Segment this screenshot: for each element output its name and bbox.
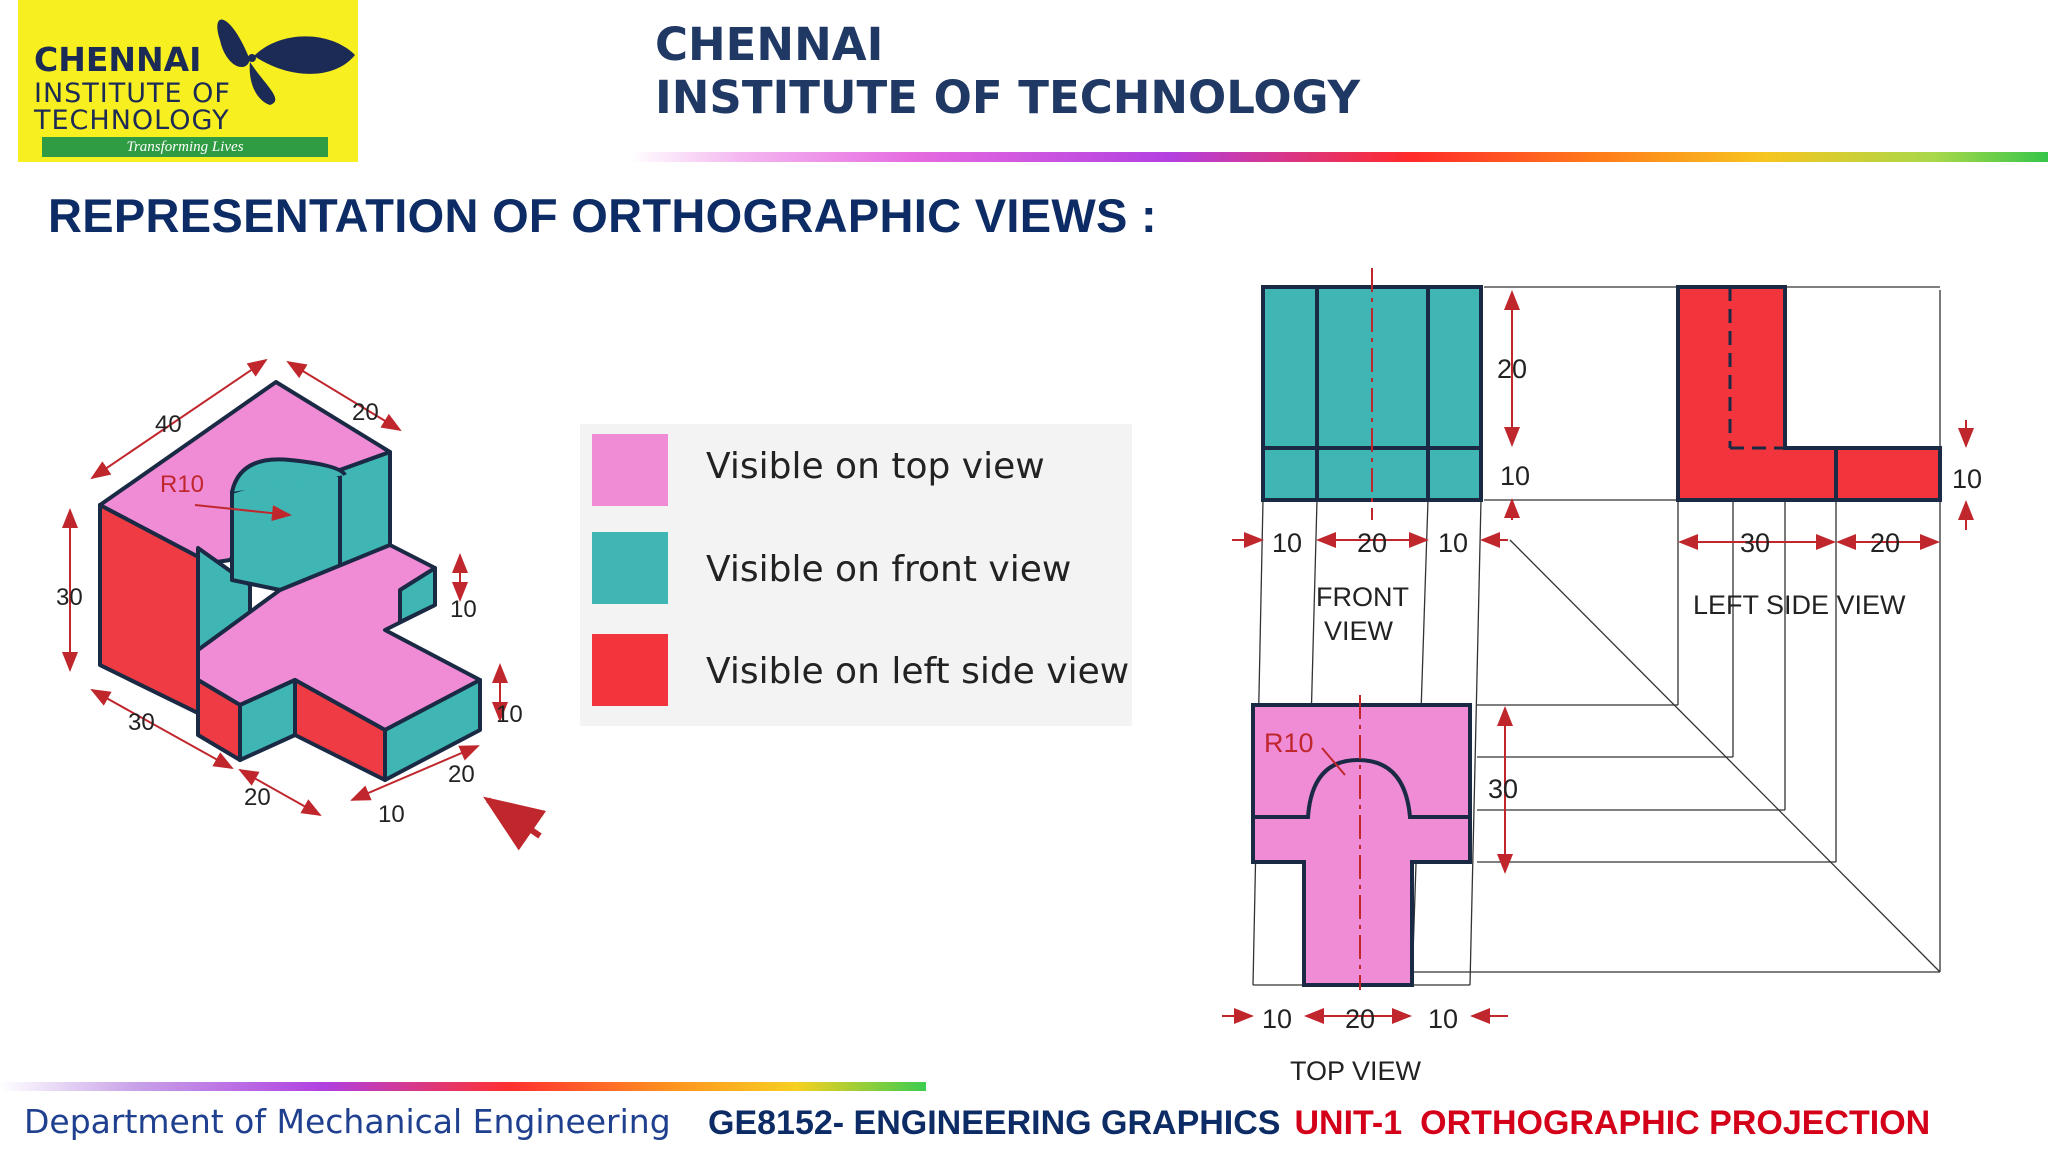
iso-dim-30a: 30	[56, 584, 83, 611]
footer-course: GE8152- ENGINEERING GRAPHICS	[708, 1104, 1281, 1142]
isometric-dim-labels: 40 20 R10 30 10 10 30 20 20 10	[56, 399, 523, 828]
left-dim-10: 10	[1952, 464, 1982, 494]
top-view-label: TOP VIEW	[1290, 1056, 1422, 1086]
iso-dim-20a: 20	[352, 399, 379, 426]
front-view-label-2: VIEW	[1324, 616, 1394, 646]
front-dim-w10b: 10	[1438, 528, 1468, 558]
institute-name-line-2: INSTITUTE OF TECHNOLOGY	[655, 71, 1361, 124]
front-view	[1261, 268, 1483, 520]
front-dim-10: 10	[1500, 461, 1530, 491]
left-side-view	[1676, 285, 1942, 502]
left-view-labels: 10 30 20 LEFT SIDE VIEW	[1693, 464, 1982, 620]
top-view-labels: R10 30 10 20 10 TOP VIEW	[1262, 728, 1518, 1086]
iso-dim-10a: 10	[450, 596, 477, 623]
left-view-label: LEFT SIDE VIEW	[1693, 590, 1906, 620]
top-view-body	[1251, 703, 1472, 987]
iso-dim-40: 40	[155, 411, 182, 438]
footer-unit: UNIT-1	[1294, 1104, 1403, 1142]
legend-label-front: Visible on front view	[706, 549, 1072, 590]
front-dim-20: 20	[1497, 354, 1527, 384]
top-view-dimensions	[1222, 706, 1513, 1024]
butterfly-icon	[217, 19, 355, 105]
legend-label-top: Visible on top view	[706, 446, 1045, 487]
footer-department: Department of Mechanical Engineering	[24, 1102, 671, 1141]
institute-logo: CHENNAI INSTITUTE OF TECHNOLOGY Transfor…	[18, 0, 358, 162]
footer-course-info: GE8152- ENGINEERING GRAPHICS UNIT-1 ORTHOG…	[708, 1104, 1930, 1143]
institute-name: CHENNAI INSTITUTE OF TECHNOLOGY	[655, 18, 1360, 124]
front-view-dimensions	[1232, 290, 1520, 548]
top-dim-r10: R10	[1264, 728, 1314, 758]
footer-gradient-rule	[0, 1082, 926, 1091]
iso-dim-10b: 10	[496, 701, 523, 728]
isometric-dimensions	[62, 358, 547, 851]
logo-line-2: INSTITUTE OF	[34, 78, 231, 109]
left-dim-30: 30	[1740, 528, 1770, 558]
isometric-view	[98, 380, 482, 782]
header-gradient-rule	[630, 152, 2048, 162]
iso-dim-10c: 10	[378, 801, 405, 828]
left-dim-20: 20	[1870, 528, 1900, 558]
logo-tagline: Transforming Lives	[42, 137, 328, 157]
front-view-label-1: FRONT	[1316, 582, 1409, 612]
iso-dim-r10: R10	[160, 471, 204, 498]
front-dim-w20: 20	[1357, 528, 1387, 558]
legend-swatch-side	[592, 634, 668, 706]
top-dim-w10b: 10	[1428, 1004, 1458, 1034]
legend-swatch-top	[592, 434, 668, 506]
institute-name-line-1: CHENNAI	[655, 18, 884, 71]
legend-swatch-front	[592, 532, 668, 604]
iso-dim-30b: 30	[128, 709, 155, 736]
front-dim-w10a: 10	[1272, 528, 1302, 558]
iso-front-face-3	[398, 566, 437, 624]
logo-line-1: CHENNAI	[34, 40, 202, 79]
slide-title: REPRESENTATION OF ORTHOGRAPHIC VIEWS :	[48, 189, 1157, 242]
top-dim-w10a: 10	[1262, 1004, 1292, 1034]
top-dim-w20: 20	[1345, 1004, 1375, 1034]
iso-dim-20c: 20	[448, 761, 475, 788]
logo-line-3: TECHNOLOGY	[34, 105, 230, 136]
left-view-body	[1676, 285, 1942, 502]
front-view-labels: 20 10 10 20 10 FRONT VIEW	[1272, 354, 1530, 646]
top-view	[1251, 695, 1472, 990]
footer-topic: ORTHOGRAPHIC PROJECTION	[1420, 1104, 1931, 1142]
color-legend: Visible on top view Visible on front vie…	[580, 424, 1132, 726]
iso-dim-20b: 20	[244, 784, 271, 811]
left-view-dimensions	[1678, 420, 1974, 550]
top-dim-30: 30	[1488, 774, 1518, 804]
legend-label-side: Visible on left side view	[706, 651, 1130, 692]
